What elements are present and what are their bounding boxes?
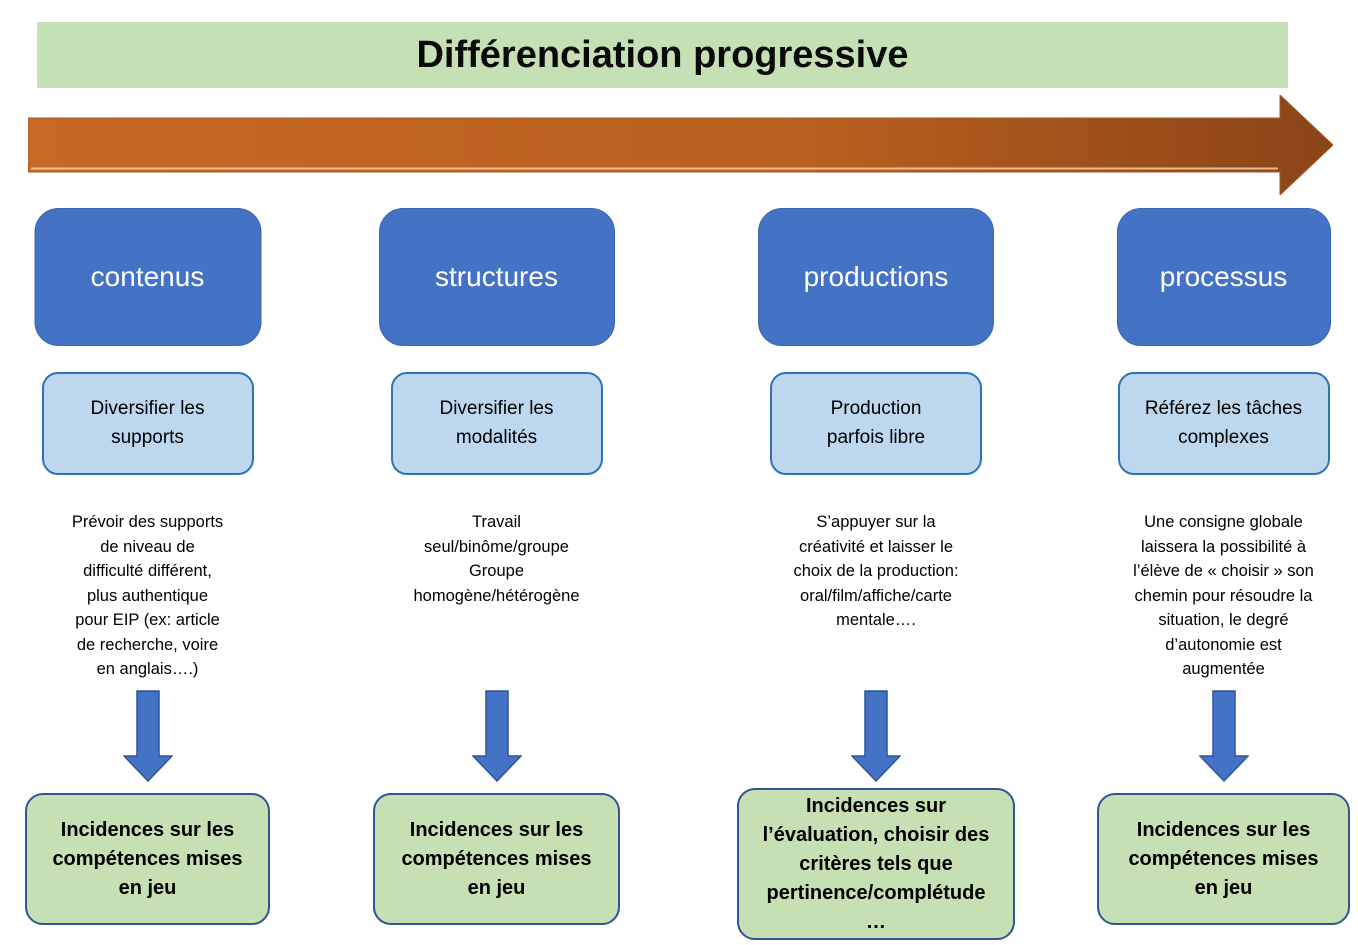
header-box-contenus: contenus xyxy=(34,208,261,346)
outcome-label: Incidences sur les compétences mises en … xyxy=(52,818,243,899)
strategy-box-structures: Diversifier les modalités xyxy=(390,372,603,475)
header-box-processus: processus xyxy=(1116,208,1331,346)
down-arrow-icon xyxy=(471,690,522,782)
down-arrow-icon xyxy=(1198,690,1249,782)
outcome-box-productions: Incidences sur l’évaluation, choisir des… xyxy=(737,788,1015,940)
page-title: Différenciation progressive xyxy=(416,33,909,76)
down-arrow-icon xyxy=(122,690,173,782)
outcome-box-processus: Incidences sur les compétences mises en … xyxy=(1097,793,1350,925)
strategy-label: Référez les tâches complexes xyxy=(1144,398,1303,448)
down-arrow-icon xyxy=(851,690,901,782)
header-box-productions: productions xyxy=(758,208,994,346)
header-label: processus xyxy=(1159,261,1288,292)
outcome-box-contenus: Incidences sur les compétences mises en … xyxy=(25,793,270,925)
header-label: structures xyxy=(435,261,558,292)
description-structures: Travail seul/binôme/groupe Groupe homogè… xyxy=(413,513,580,605)
column-contenus: contenus Diversifier les supports Prévoi… xyxy=(25,0,270,945)
outcome-box-structures: Incidences sur les compétences mises en … xyxy=(373,793,620,925)
column-structures: structures Diversifier les modalités Tra… xyxy=(373,0,620,945)
description-contenus: Prévoir des supports de niveau de diffic… xyxy=(71,513,224,678)
flow-arrow-icon xyxy=(28,95,1333,195)
header-label: contenus xyxy=(90,261,205,292)
outcome-label: Incidences sur les compétences mises en … xyxy=(401,818,592,899)
outcome-label: Incidences sur les compétences mises en … xyxy=(1128,818,1319,899)
outcome-label: Incidences sur l’évaluation, choisir des… xyxy=(762,794,990,933)
strategy-box-productions: Production parfois libre xyxy=(770,372,982,475)
strategy-box-contenus: Diversifier les supports xyxy=(41,372,254,475)
header-label: productions xyxy=(803,261,949,292)
strategy-box-processus: Référez les tâches complexes xyxy=(1117,372,1330,475)
title-bar: Différenciation progressive xyxy=(37,22,1288,88)
strategy-label: Diversifier les modalités xyxy=(439,398,554,448)
column-productions: productions Production parfois libre S’a… xyxy=(737,0,1015,945)
description-processus: Une consigne globale laissera la possibi… xyxy=(1133,513,1314,678)
description-productions: S’appuyer sur la créativité et laisser l… xyxy=(793,513,959,629)
strategy-label: Diversifier les supports xyxy=(90,398,205,448)
column-processus: processus Référez les tâches complexes U… xyxy=(1097,0,1350,945)
strategy-label: Production parfois libre xyxy=(826,398,926,448)
header-box-structures: structures xyxy=(378,208,615,346)
